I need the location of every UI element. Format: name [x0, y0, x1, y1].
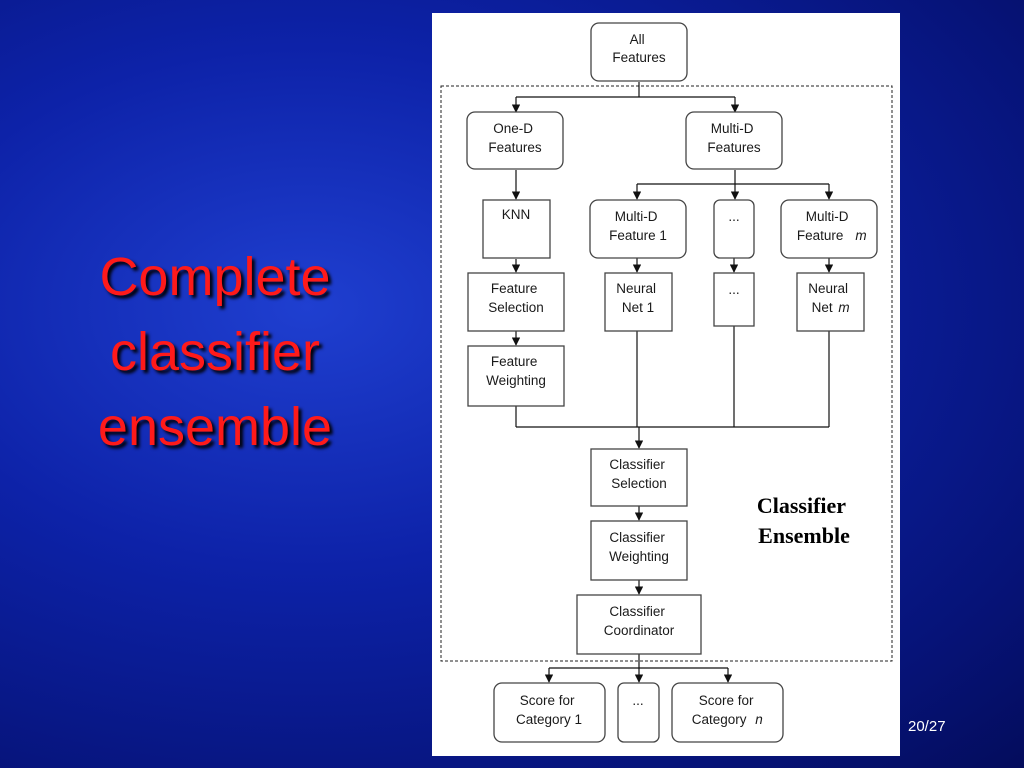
classifier-ensemble-label: Classifier Ensemble	[757, 493, 851, 548]
label-multi-d-feature-m: Multi-D Feature m	[797, 209, 867, 243]
label-ellipsis-feature: ...	[728, 209, 739, 224]
slide-title: Complete classifier ensemble	[40, 240, 390, 465]
node-multi-d-feature-1	[589, 199, 687, 259]
page-number: 20/27	[908, 718, 946, 735]
node-neural-net-1	[604, 272, 673, 332]
label-score-category-n: Score for Category n	[692, 693, 763, 727]
node-score-category-n	[671, 682, 784, 743]
label-ellipsis-net: ...	[728, 282, 739, 297]
label-all-features: All Features	[612, 32, 666, 65]
node-score-category-1	[493, 682, 606, 743]
node-classifier-weighting	[590, 520, 688, 581]
label-classifier-coordinator: Classifier Coordinator	[604, 604, 675, 638]
node-all-features	[590, 22, 688, 82]
node-ellipsis-net	[713, 272, 755, 327]
node-multi-d-feature-m	[780, 199, 878, 259]
diagram-panel: All Features One-D Features Multi-D Feat…	[432, 13, 900, 756]
label-multi-d-features: Multi-D Features	[707, 121, 761, 155]
label-classifier-selection: Classifier Selection	[609, 457, 668, 491]
connectors	[511, 82, 834, 683]
ensemble-boundary	[440, 85, 893, 662]
node-ellipsis-score	[617, 682, 660, 743]
node-ellipsis-feature	[713, 199, 755, 259]
slide-title-line-3: ensemble	[97, 397, 333, 457]
label-feature-weighting: Feature Weighting	[486, 354, 546, 388]
node-classifier-selection	[590, 448, 688, 507]
node-feature-weighting	[467, 345, 565, 407]
label-feature-selection: Feature Selection	[488, 281, 544, 315]
label-knn: KNN	[502, 207, 531, 222]
label-multi-d-feature-1: Multi-D Feature 1	[609, 209, 667, 243]
label-score-category-1: Score for Category 1	[516, 693, 582, 727]
node-multi-d-features	[685, 111, 783, 170]
node-knn	[482, 199, 551, 259]
node-classifier-coordinator	[576, 594, 702, 655]
node-neural-net-m	[796, 272, 865, 332]
label-neural-net-1: Neural Net 1	[616, 281, 660, 315]
label-classifier-weighting: Classifier Weighting	[609, 530, 669, 564]
slide-title-line-2: classifier	[109, 322, 321, 382]
label-one-d-features: One-D Features	[488, 121, 542, 155]
label-ellipsis-score: ...	[632, 693, 643, 708]
classifier-ensemble-diagram: All Features One-D Features Multi-D Feat…	[440, 22, 893, 743]
node-one-d-features	[466, 111, 564, 170]
node-feature-selection	[467, 272, 565, 332]
label-neural-net-m: Neural Net m	[808, 281, 852, 315]
slide-title-line-1: Complete	[99, 247, 331, 307]
